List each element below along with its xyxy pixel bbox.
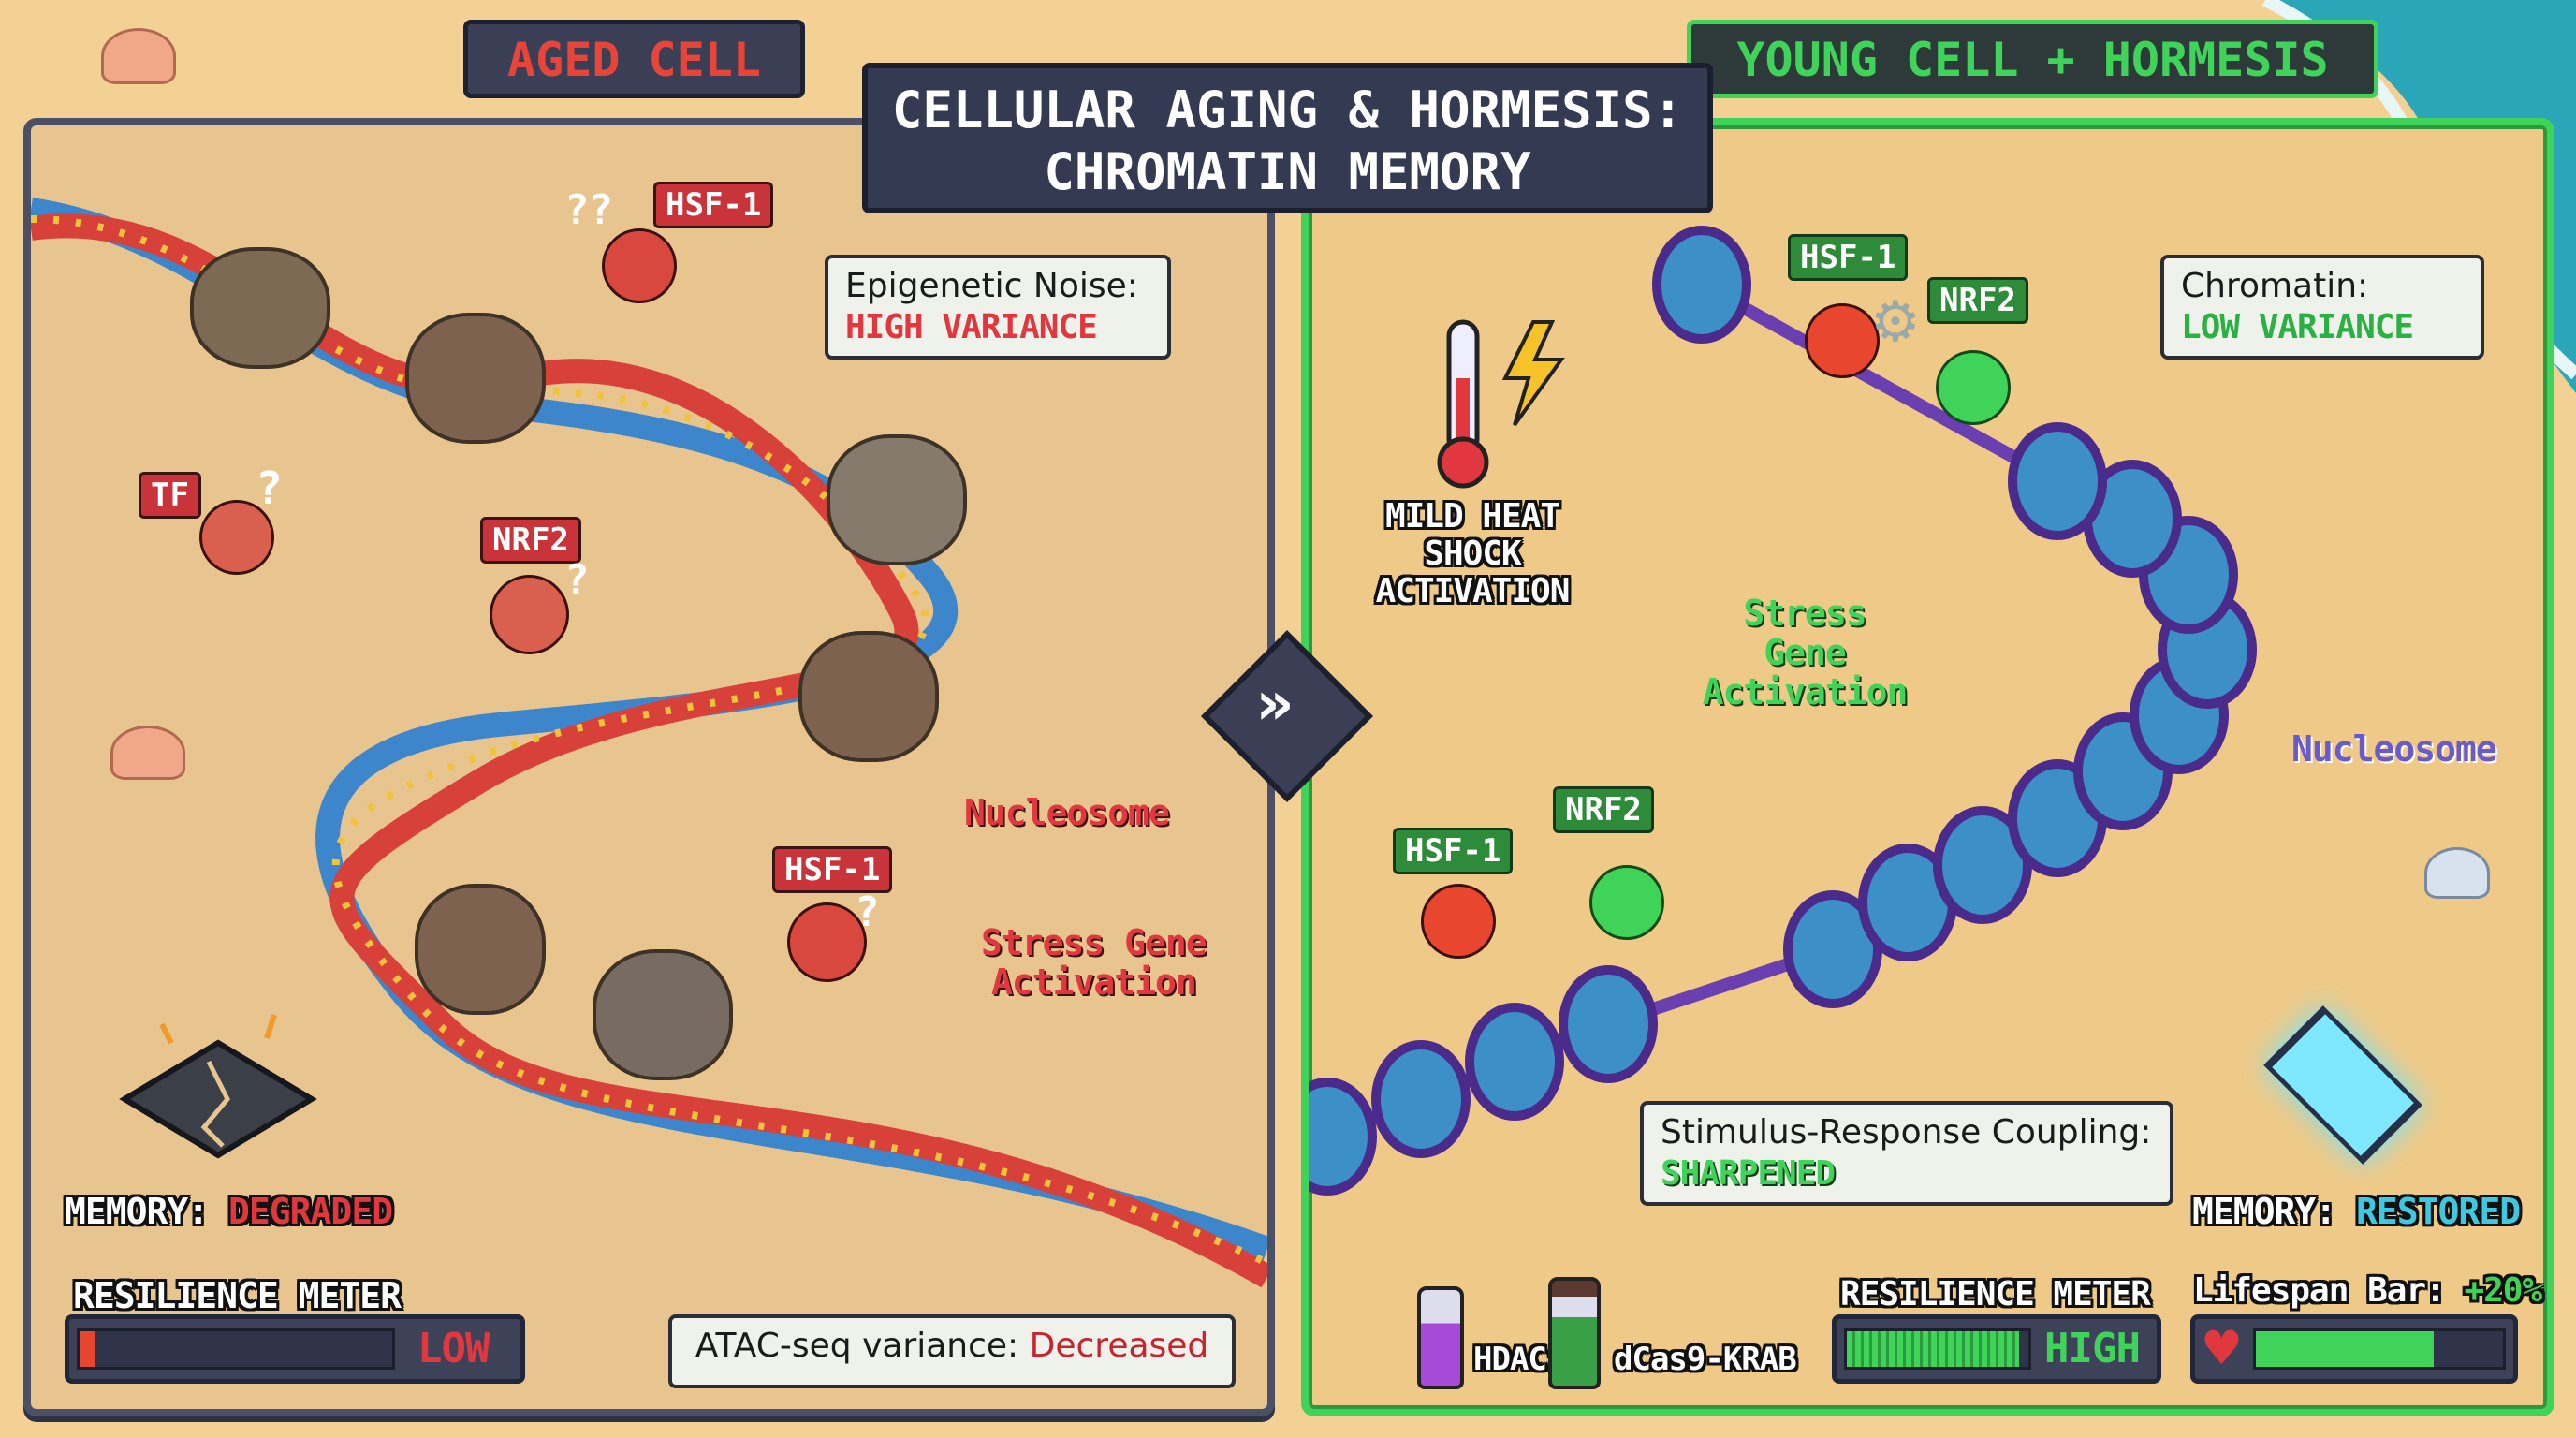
aged-cell-header: AGED CELL (463, 20, 805, 98)
confused-tf-character (199, 500, 274, 575)
shell-icon (110, 726, 185, 780)
glowing-chip-icon (2245, 987, 2451, 1174)
confused-nrf2-character (490, 575, 569, 654)
nucleosome (1371, 1040, 1471, 1158)
epigenetic-noise-label: Epigenetic Noise: (845, 267, 1138, 305)
broken-chip-icon (119, 1014, 317, 1159)
hsf1-tag-bottom: HSF-1 (772, 846, 893, 893)
epigenetic-noise-value: HIGH VARIANCE (845, 308, 1098, 346)
main-title: CELLULAR AGING & HORMESIS: CHROMATIN MEM… (862, 63, 1713, 213)
lightning-icon (1501, 320, 1565, 427)
memory-value-degraded: DEGRADED (228, 1191, 393, 1232)
nucleosome-cluster (405, 313, 546, 444)
nrf2-character-bottom (1589, 865, 1664, 940)
nucleosome-cluster (415, 884, 546, 1015)
title-line2: CHROMATIN MEMORY (1044, 142, 1531, 201)
resilience-track (77, 1328, 395, 1370)
nucleosome (1465, 1003, 1564, 1121)
nucleosome (1559, 965, 1658, 1083)
coupling-value: SHARPENED (1661, 1154, 1836, 1193)
nrf2-tag-bottom-right: NRF2 (1553, 786, 1654, 833)
nucleosome-cluster (827, 434, 967, 565)
mild-heat-shock-label: MILD HEAT SHOCK ACTIVATION (1351, 498, 1594, 610)
stress-gene-line1: Stress Gene (1743, 593, 1866, 673)
title-line1: CELLULAR AGING & HORMESIS: (891, 81, 1684, 139)
stress-gene-activation-left: Stress Gene Activation (981, 922, 1208, 1003)
hsf1-tag-bottom-right: HSF-1 (1393, 828, 1514, 874)
hsf1-tag-top: HSF-1 (653, 182, 774, 228)
chromatin-label: Chromatin: (2181, 267, 2369, 305)
resilience-level-low: LOW (417, 1325, 490, 1372)
resilience-fill (1847, 1331, 2020, 1367)
nucleosome-label-right: Nucleosome (2291, 728, 2497, 770)
active-nrf2-character (1936, 350, 2011, 425)
nrf2-tag-left: NRF2 (480, 517, 581, 564)
stress-gene-line2: Activation (1702, 671, 1909, 712)
resilience-meter-left: LOW (65, 1314, 525, 1384)
memory-status-right: MEMORY: RESTORED (2192, 1191, 2521, 1232)
nucleosome-cluster (593, 949, 733, 1080)
chromatin-callout: Chromatin: LOW VARIANCE (2160, 255, 2484, 360)
atac-label: ATAC-seq variance: (695, 1327, 1019, 1365)
young-chromatin-fiber (1309, 226, 2257, 1196)
aged-cell-panel: Epigenetic Noise: HIGH VARIANCE HSF-1 ??… (23, 118, 1275, 1416)
stimulus-response-callout: Stimulus-Response Coupling: SHARPENED (1640, 1101, 2174, 1206)
memory-status-left: MEMORY: DEGRADED (65, 1191, 393, 1232)
lifespan-fill (2256, 1331, 2435, 1367)
stress-gene-line1: Stress Gene (981, 922, 1208, 963)
active-hsf1-character (1805, 303, 1880, 378)
atac-seq-callout: ATAC-seq variance: Decreased (668, 1314, 1236, 1388)
confused-hsf1-character (602, 228, 677, 303)
epigenetic-noise-callout: Epigenetic Noise: HIGH VARIANCE (825, 255, 1171, 360)
heat-shock-line2: SHOCK (1424, 535, 1521, 573)
lifespan-track (2253, 1328, 2506, 1370)
nucleosome (1309, 1078, 1377, 1196)
resilience-track (1844, 1328, 2031, 1370)
young-cell-panel: MILD HEAT SHOCK ACTIVATION HSF-1 ⚙ NRF2 … (1301, 118, 2554, 1416)
thermometer-icon (1437, 319, 1565, 489)
lifespan-value: +20% (2464, 1271, 2542, 1310)
coupling-label: Stimulus-Response Coupling: (1661, 1113, 2152, 1152)
vial-hdaci (1417, 1286, 1464, 1389)
resilience-level-high: HIGH (2044, 1325, 2141, 1372)
tf-tag: TF (139, 472, 201, 519)
nucleosome-label-left: Nucleosome (964, 792, 1170, 833)
memory-value-restored: RESTORED (2356, 1191, 2521, 1232)
nrf2-tag-top-right: NRF2 (1927, 277, 2028, 324)
question-mark: ? (564, 556, 589, 604)
young-cell-header: YOUNG CELL + HORMESIS (1687, 20, 2378, 98)
atac-value: Decreased (1029, 1327, 1209, 1365)
nucleosome (1652, 226, 1751, 344)
lifespan-bar: ♥ (2190, 1314, 2518, 1384)
heat-shock-line1: MILD HEAT (1384, 497, 1560, 536)
chromatin-value: LOW VARIANCE (2181, 308, 2414, 346)
question-marks: ?? (564, 186, 613, 234)
nucleosome-cluster (190, 247, 330, 369)
heart-icon: ♥ (2201, 1321, 2243, 1375)
shell-icon (101, 28, 176, 84)
hsf1-tag-top-right: HSF-1 (1788, 234, 1909, 281)
dcas9-krab-label: dCas9-KRAB (1614, 1341, 1797, 1378)
question-mark: ? (256, 462, 283, 515)
lifespan-label: Lifespan Bar: (2193, 1271, 2446, 1310)
vial-dcas9-krab (1548, 1277, 1601, 1389)
memory-label: MEMORY: (65, 1191, 209, 1232)
stress-gene-line2: Activation (990, 961, 1197, 1003)
gear-icon: ⚙ (1870, 289, 1921, 355)
hsf1-character-bottom (1421, 884, 1496, 959)
resilience-meter-label-left: RESILIENCE METER (73, 1275, 402, 1316)
lifespan-bar-label: Lifespan Bar: +20% (2193, 1271, 2542, 1310)
nucleosome-cluster (798, 631, 939, 762)
heat-shock-line3: ACTIVATION (1375, 572, 1571, 610)
shell-icon (2424, 847, 2490, 899)
resilience-meter-label-right: RESILIENCE METER (1840, 1275, 2151, 1313)
memory-label: MEMORY: (2192, 1191, 2336, 1232)
confused-hsf1-character-bottom (787, 902, 867, 982)
stress-gene-activation-right: Stress Gene Activation (1692, 594, 1917, 712)
resilience-meter-right: HIGH (1832, 1314, 2161, 1384)
nucleosome (2008, 422, 2107, 540)
resilience-fill (80, 1331, 95, 1367)
